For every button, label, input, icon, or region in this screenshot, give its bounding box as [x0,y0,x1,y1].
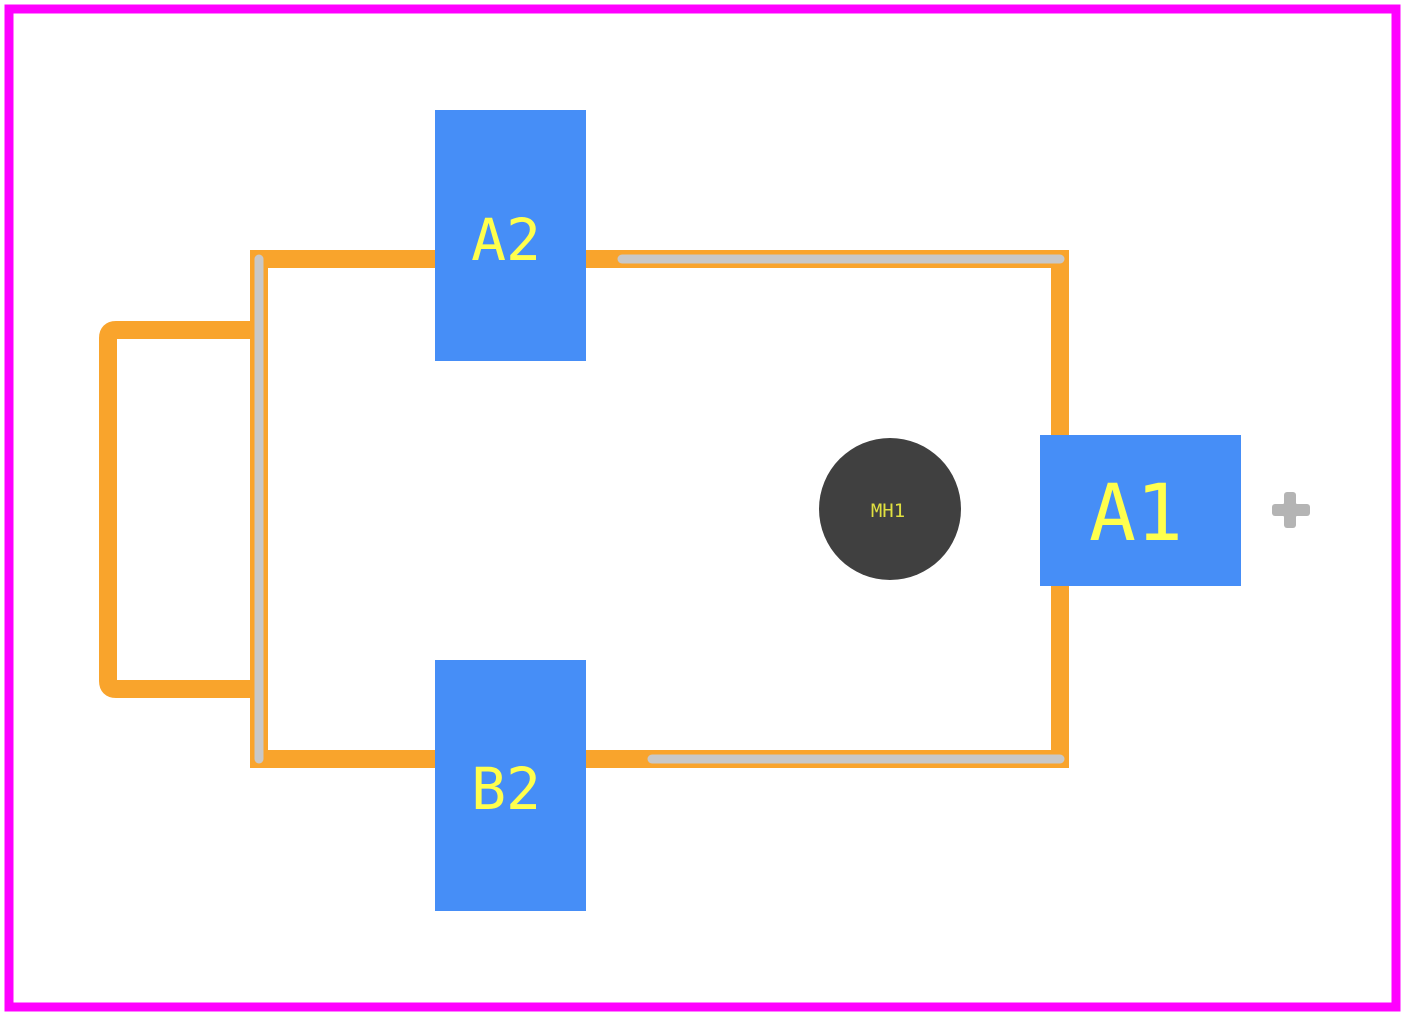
pad-a1-label: A1 [1089,469,1183,559]
mounting-hole-drill [819,438,961,580]
silkscreen-outline [254,254,1065,764]
pad-a2-label: A2 [471,206,541,274]
pad-b2[interactable]: B2 [435,660,586,911]
pad-a1-copper [1040,435,1241,586]
pad-b2-copper [435,660,586,911]
board-outline [4,4,1401,1012]
pad-a2[interactable]: A2 [435,110,586,361]
courtyard-tab [99,321,252,698]
mounting-hole-label: MH1 [871,500,905,522]
origin-crosshair-icon [1272,492,1310,528]
pad-a2-copper [435,110,586,361]
mounting-hole-mh1[interactable]: MH1 [819,438,961,580]
pad-a1[interactable]: A1 [1040,435,1241,586]
pad-b2-label: B2 [471,755,541,823]
